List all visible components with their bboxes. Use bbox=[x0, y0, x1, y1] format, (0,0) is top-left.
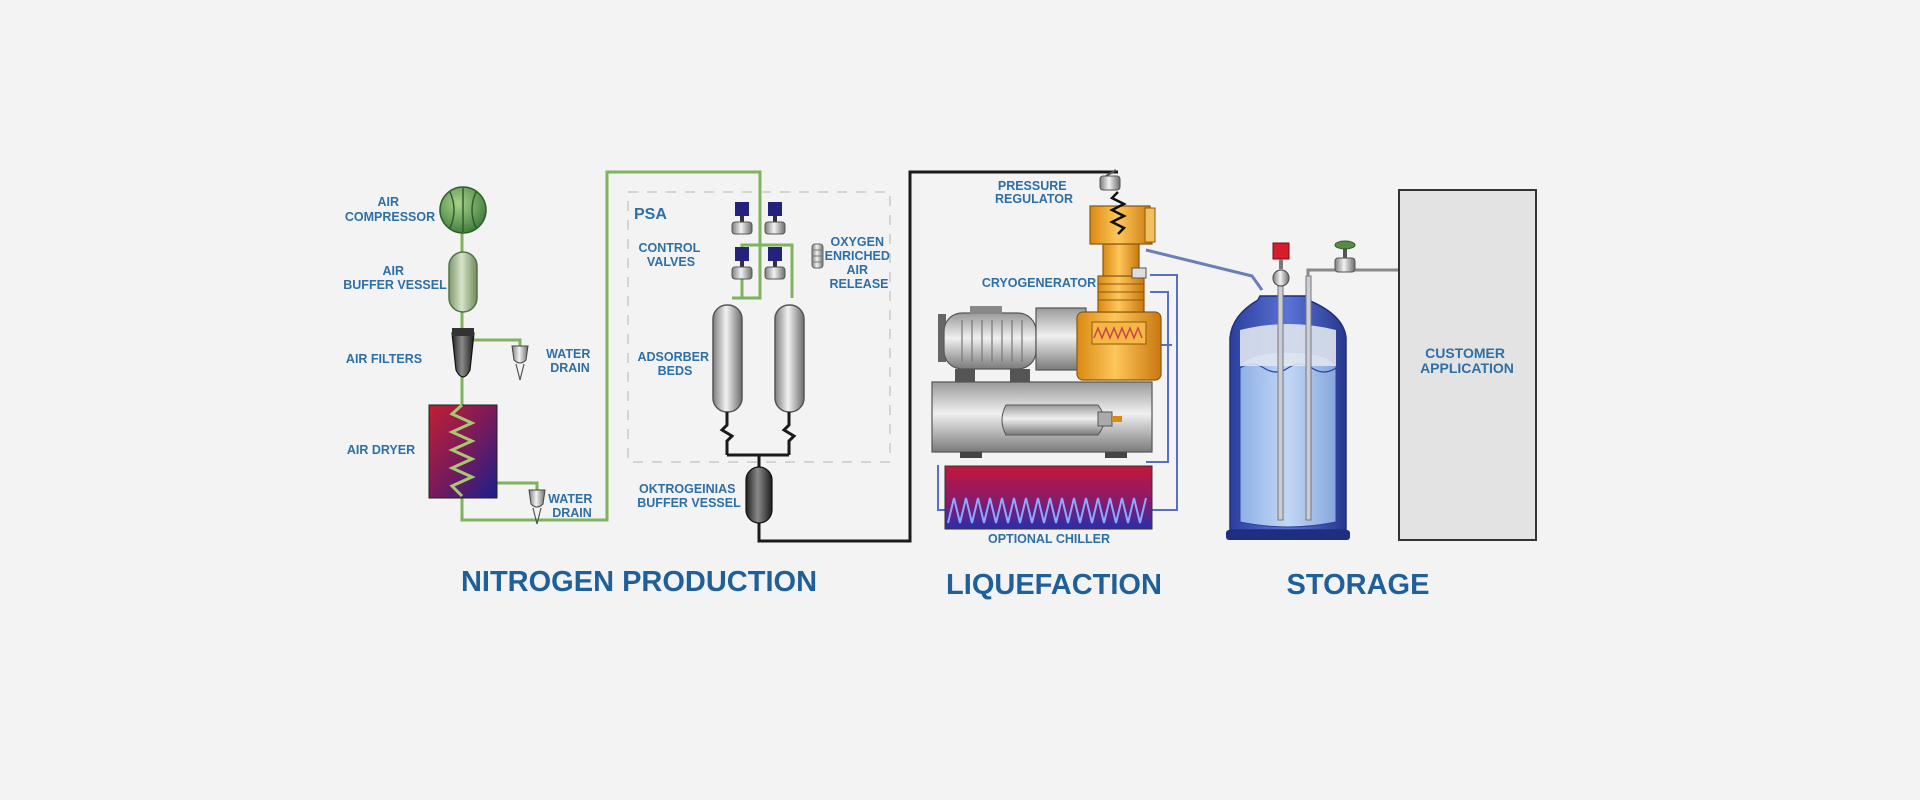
ln2-transfer-line bbox=[1145, 248, 1264, 291]
label-line: ENRICHED bbox=[825, 249, 890, 263]
cryo-coil bbox=[1093, 325, 1143, 341]
air-buffer-vessel bbox=[448, 251, 478, 313]
label-line: BEDS bbox=[658, 364, 693, 378]
control-valve-icon bbox=[764, 202, 786, 235]
adsorber-bed bbox=[774, 304, 805, 413]
water-drain-icon bbox=[528, 489, 546, 525]
section-title-liquefaction: LIQUEFACTION bbox=[946, 569, 1162, 601]
optional-chiller bbox=[944, 465, 1153, 530]
label-line: DRAIN bbox=[552, 506, 592, 520]
label-line: VALVES bbox=[647, 255, 695, 269]
label-adsorber-beds: ADSORBER BEDS bbox=[637, 350, 712, 378]
nitrogen-pipe bbox=[719, 170, 1118, 543]
label-line: CUSTOMER bbox=[1425, 345, 1505, 361]
label-line: REGULATOR bbox=[995, 192, 1073, 206]
label-line: DRAIN bbox=[550, 361, 590, 375]
label-line: PRESSURE bbox=[998, 179, 1067, 193]
label-line: OXYGEN bbox=[831, 235, 885, 249]
control-valve-icon bbox=[731, 202, 753, 235]
label-air-compressor: AIR COMPRESSOR bbox=[345, 195, 435, 224]
label-line: APPLICATION bbox=[1420, 360, 1514, 376]
air-compressor bbox=[439, 186, 487, 234]
adsorber-bed bbox=[712, 304, 743, 413]
label-air-buffer-vessel: AIR BUFFER VESSEL bbox=[343, 264, 447, 292]
label-psa: PSA bbox=[634, 206, 667, 223]
label-line: RELEASE bbox=[829, 277, 888, 291]
label-line: WATER bbox=[548, 492, 592, 506]
chiller-coil bbox=[947, 497, 1147, 524]
label-line: WATER bbox=[546, 347, 590, 361]
label-line: AIR bbox=[846, 263, 868, 277]
label-line: OKTROGEINIAS bbox=[639, 482, 736, 496]
electric-motor bbox=[938, 306, 1100, 382]
label-cryogenerator: CRYOGENERATOR bbox=[982, 276, 1096, 290]
customer-application-box bbox=[1398, 189, 1537, 541]
oxygen-release-silencer bbox=[811, 243, 824, 269]
label-pressure-regulator: PRESSURE REGULATOR bbox=[995, 179, 1073, 206]
label-oxygen-release: OXYGEN ENRICHED AIR RELEASE bbox=[825, 235, 894, 291]
nitrogen-production-section bbox=[428, 170, 1118, 543]
label-water-drain-2: WATER DRAIN bbox=[548, 492, 596, 520]
section-title-nitrogen-production: NITROGEN PRODUCTION bbox=[461, 566, 817, 598]
nitrogen-buffer-vessel bbox=[745, 466, 773, 524]
label-line: ADSORBER bbox=[637, 350, 709, 364]
compressor-base bbox=[931, 381, 1153, 458]
liquefaction-section bbox=[931, 169, 1264, 530]
label-optional-chiller: OPTIONAL CHILLER bbox=[988, 532, 1110, 546]
label-line: AIR bbox=[377, 195, 399, 209]
label-line: AIR bbox=[382, 264, 404, 278]
storage-section bbox=[1226, 189, 1537, 541]
label-air-filters: AIR FILTERS bbox=[346, 352, 422, 366]
water-drain-icon bbox=[511, 345, 529, 381]
air-filter bbox=[451, 328, 475, 378]
air-dryer bbox=[428, 403, 498, 499]
label-water-drain-1: WATER DRAIN bbox=[546, 347, 594, 375]
pressure-gauge-icon bbox=[1272, 242, 1290, 287]
label-air-dryer: AIR DRYER bbox=[347, 443, 415, 457]
section-title-storage: STORAGE bbox=[1287, 569, 1430, 601]
label-line: COMPRESSOR bbox=[345, 210, 435, 224]
label-line: CONTROL bbox=[638, 241, 700, 255]
label-line: BUFFER VESSEL bbox=[637, 496, 741, 510]
withdrawal-valve-icon bbox=[1334, 240, 1356, 273]
storage-dewar bbox=[1226, 275, 1350, 540]
label-control-valves: CONTROL VALVES bbox=[638, 241, 703, 269]
label-customer-application: CUSTOMER APPLICATION bbox=[1420, 345, 1514, 376]
pressure-regulator bbox=[1099, 169, 1127, 235]
cryogenerator bbox=[1076, 205, 1162, 381]
label-nitrogen-buffer-vessel: OKTROGEINIAS BUFFER VESSEL bbox=[637, 482, 741, 510]
label-line: BUFFER VESSEL bbox=[343, 278, 447, 292]
control-valve-icon bbox=[731, 247, 753, 280]
control-valve-icon bbox=[764, 247, 786, 280]
